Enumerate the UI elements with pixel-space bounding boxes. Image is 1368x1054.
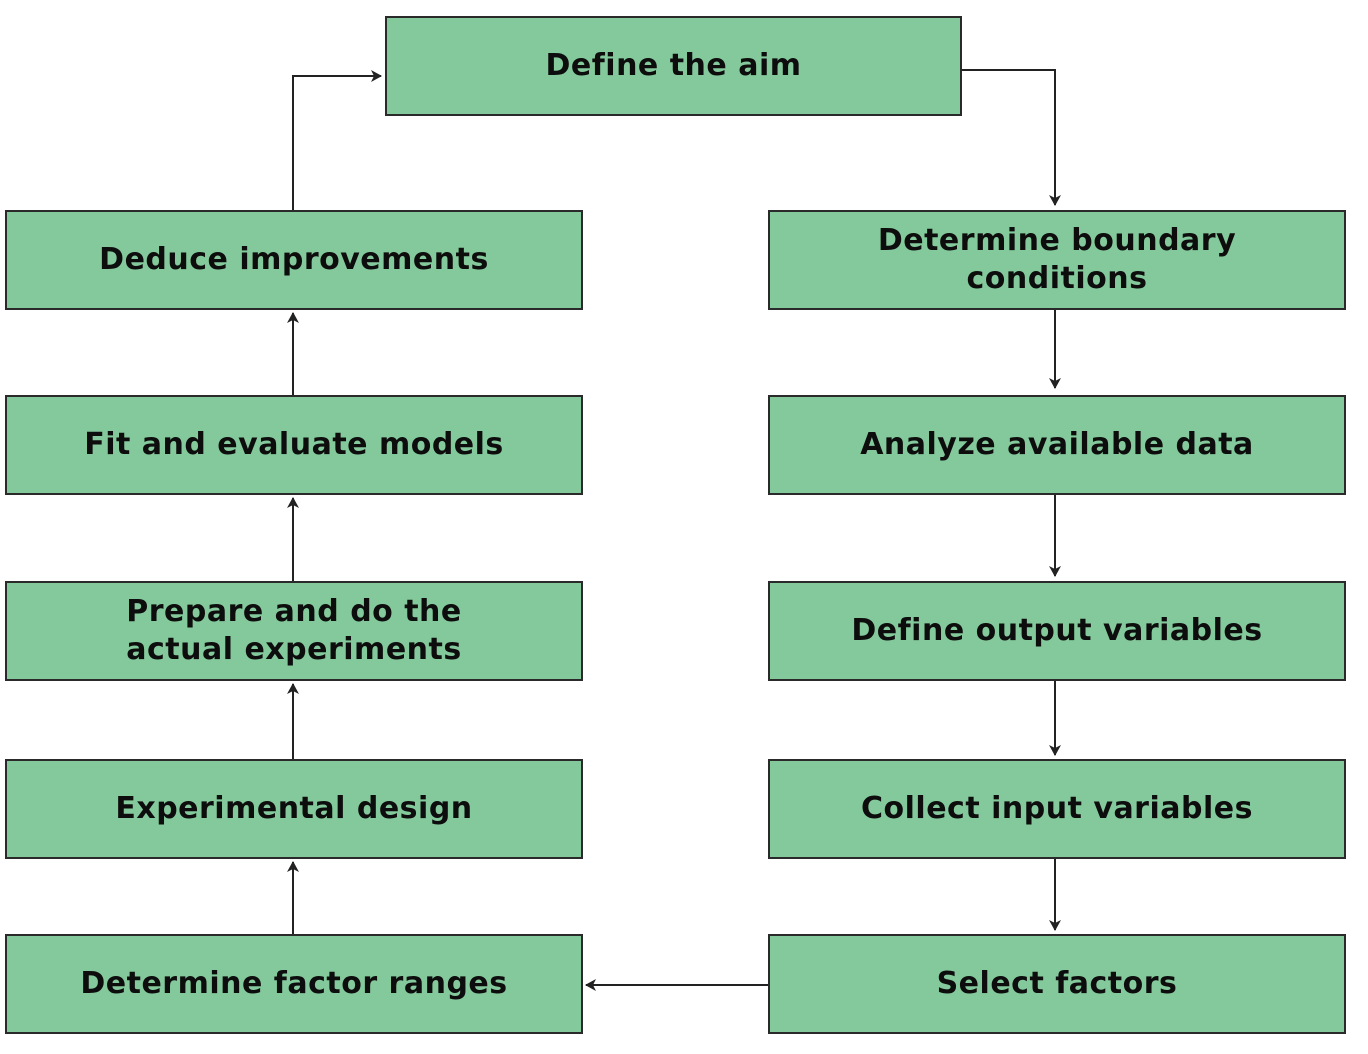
step-select-factors: Select factors bbox=[768, 934, 1346, 1034]
step-label: Fit and evaluate models bbox=[84, 427, 504, 462]
step-label: Define output variables bbox=[851, 613, 1263, 648]
step-label: Experimental design bbox=[115, 791, 473, 826]
step-label: Deduce improvements bbox=[99, 242, 489, 277]
step-factor-ranges: Determine factor ranges bbox=[5, 934, 583, 1034]
arrow-aim-to-boundary bbox=[962, 69, 1061, 206]
step-boundary-conditions: Determine boundary conditions bbox=[768, 210, 1346, 310]
step-deduce-improvements: Deduce improvements bbox=[5, 210, 583, 310]
step-label: Determine boundary conditions bbox=[877, 223, 1237, 296]
step-label: Define the aim bbox=[545, 48, 802, 83]
step-fit-models: Fit and evaluate models bbox=[5, 395, 583, 495]
step-input-variables: Collect input variables bbox=[768, 759, 1346, 859]
step-label: Analyze available data bbox=[860, 427, 1254, 462]
step-experimental-design: Experimental design bbox=[5, 759, 583, 859]
step-label: Prepare and do the actual experiments bbox=[126, 594, 462, 667]
arrow-deduce-to-aim bbox=[292, 70, 382, 210]
step-output-variables: Define output variables bbox=[768, 581, 1346, 681]
step-define-aim: Define the aim bbox=[385, 16, 962, 116]
step-label: Collect input variables bbox=[861, 791, 1253, 826]
step-label: Determine factor ranges bbox=[80, 966, 508, 1001]
step-label: Select factors bbox=[936, 966, 1178, 1001]
step-analyze-data: Analyze available data bbox=[768, 395, 1346, 495]
step-prepare-experiments: Prepare and do the actual experiments bbox=[5, 581, 583, 681]
